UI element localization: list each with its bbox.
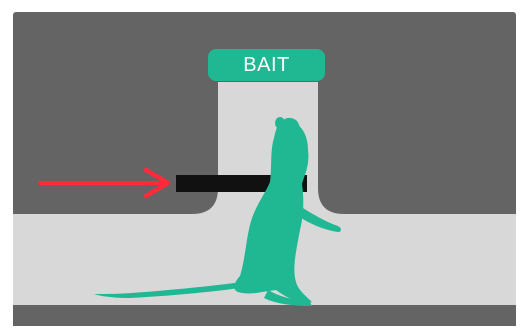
bait-label: BAIT bbox=[208, 49, 325, 81]
maze-bottom-wall bbox=[13, 305, 516, 326]
right-arrow-icon bbox=[38, 167, 171, 199]
rat-silhouette-icon bbox=[94, 117, 341, 306]
